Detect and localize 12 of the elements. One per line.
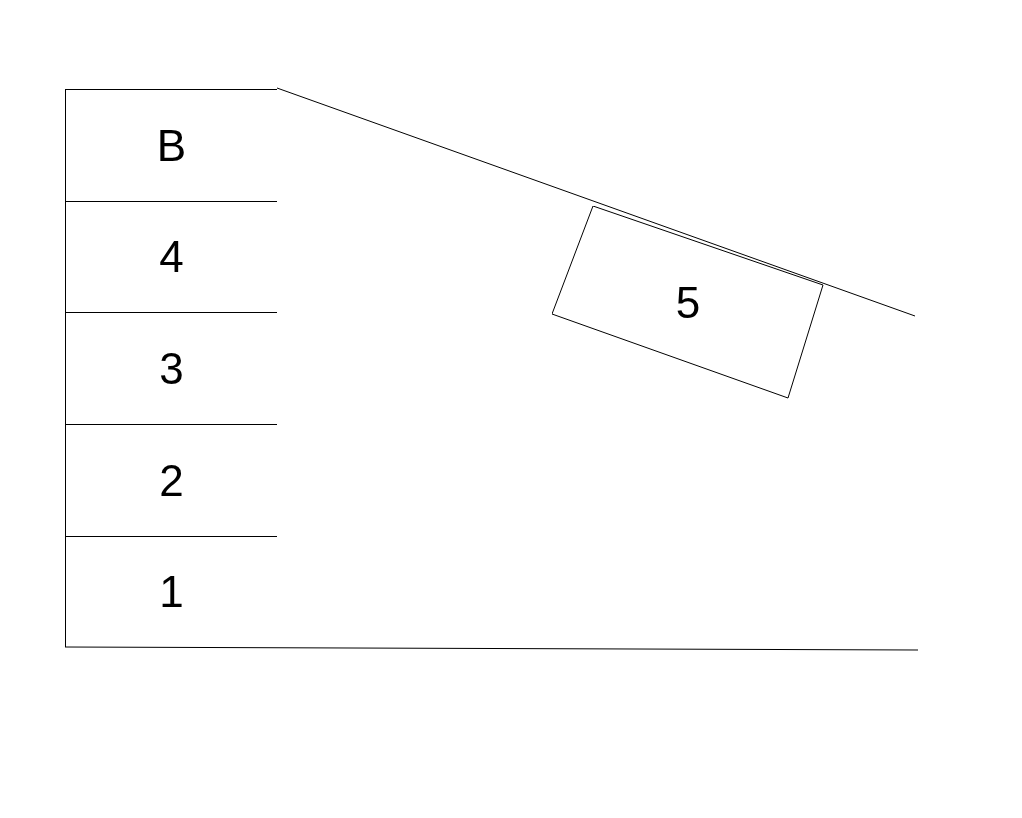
stacked-block <box>65 424 277 536</box>
stacked-block <box>65 312 277 424</box>
block-label: 2 <box>159 455 184 506</box>
block-label: 5 <box>675 277 701 328</box>
block-on-incline <box>552 206 824 399</box>
block-label: 3 <box>159 343 184 394</box>
stacked-block <box>65 201 277 312</box>
block-label: B <box>156 120 187 171</box>
block-label: 4 <box>159 232 184 282</box>
block-label: 1 <box>159 567 184 617</box>
stacked-block <box>65 89 277 201</box>
stacked-block <box>65 536 277 647</box>
